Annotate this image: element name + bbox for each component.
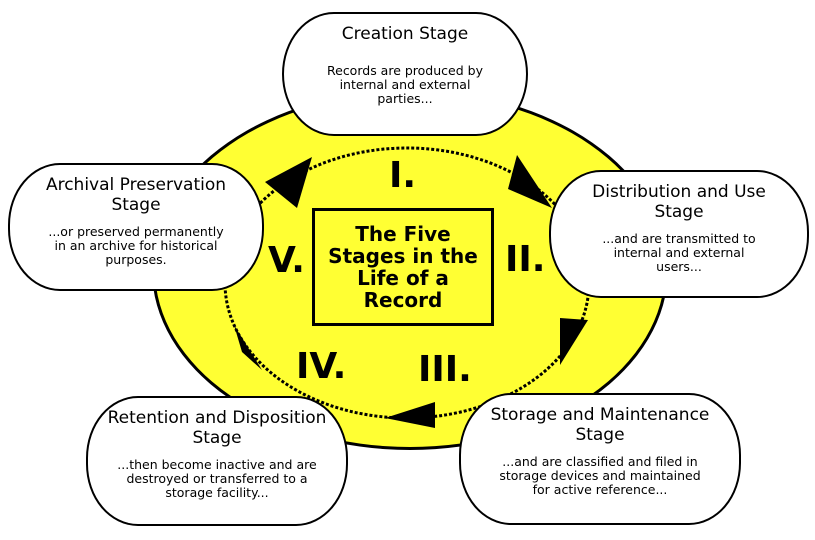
stage-bubble-storage: Storage and Maintenance Stage ...and are… [459,393,741,525]
center-title: The Five Stages in the Life of a Record [328,222,478,312]
stage-bubble-retention: Retention and Disposition Stage ...then … [86,396,348,526]
stage-description: ...or preserved permanently in an archiv… [48,224,224,267]
stage-title: Archival Preservation Stage [45,175,227,215]
stage-title: Storage and Maintenance Stage [490,405,710,445]
stage-numeral-4: IV. [296,346,347,387]
stage-numeral-1: I. [389,155,417,196]
center-title-box: The Five Stages in the Life of a Record [312,208,494,326]
stage-numeral-3: III. [418,349,472,390]
arrow-storage-to-retention [385,402,435,428]
stage-description: ...and are classified and filed in stora… [499,454,701,497]
arrow-retention-to-archival [234,325,262,370]
stage-bubble-archival: Archival Preservation Stage ...or preser… [8,163,264,291]
stage-numeral-5: V. [268,240,305,281]
stage-title: Retention and Disposition Stage [107,408,327,448]
arrow-archival-to-creation [265,157,312,208]
stage-title: Creation Stage [341,24,469,44]
arrow-creation-to-distribution [508,155,552,208]
stage-numeral-2: II. [505,239,546,280]
stage-description: ...and are transmitted to internal and e… [602,231,756,274]
stage-bubble-distribution: Distribution and Use Stage ...and are tr… [549,170,809,298]
stage-description: ...then become inactive and are destroye… [117,457,317,500]
stage-description: Records are produced by internal and ext… [327,63,483,106]
stage-title: Distribution and Use Stage [592,182,766,222]
stage-bubble-creation: Creation Stage Records are produced by i… [282,12,528,136]
arrow-distribution-to-storage [560,318,588,365]
